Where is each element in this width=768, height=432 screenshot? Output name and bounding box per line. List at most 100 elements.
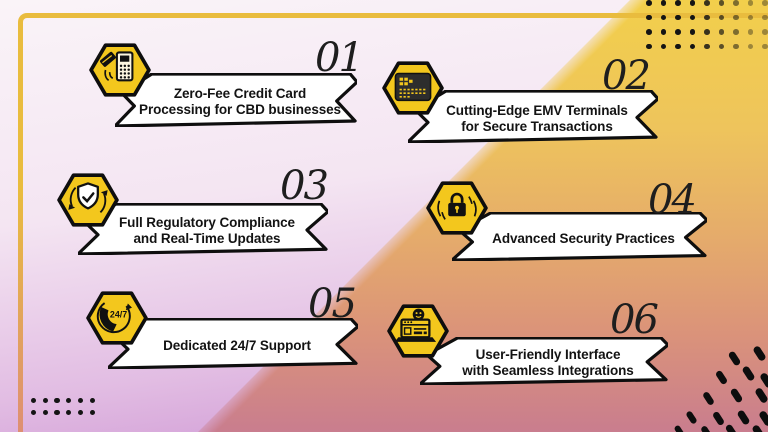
decor-dot — [689, 0, 696, 6]
decor-dot — [747, 0, 754, 6]
decor-dot — [660, 29, 667, 35]
decor-dot — [762, 14, 768, 21]
security-lock-icon — [426, 181, 488, 235]
decor-dash — [701, 390, 716, 407]
decor-dash — [752, 344, 767, 363]
decor-dash — [714, 369, 729, 386]
item-line2: Processing for CBD businesses — [139, 102, 341, 117]
decor-dot — [646, 43, 652, 50]
decor-dot — [675, 14, 681, 21]
decor-dot — [66, 410, 72, 416]
decor-dash — [741, 365, 756, 382]
dot-grid-top-right — [646, 0, 768, 56]
decor-dash — [724, 423, 739, 432]
list-item-5: Dedicated 24/7 Support 05 24/7 — [86, 284, 358, 369]
user-interface-icon — [387, 304, 449, 358]
decor-dot — [718, 29, 725, 35]
decor-dot — [704, 0, 710, 6]
item-text: Advanced Security Practices — [452, 212, 707, 261]
list-item-6: User-Friendly Interface with Seamless In… — [387, 300, 668, 385]
list-item-2: Cutting-Edge EMV Terminals for Secure Tr… — [382, 56, 658, 143]
item-line1: Dedicated 24/7 Support — [163, 337, 311, 353]
decor-dot — [54, 398, 60, 404]
decor-dot — [747, 14, 754, 21]
decor-dot — [89, 398, 95, 404]
item-text: Full Regulatory Compliance and Real-Time… — [78, 203, 328, 255]
decor-dash — [754, 386, 768, 405]
decor-dot — [31, 410, 37, 416]
item-line1: Full Regulatory Compliance — [119, 215, 295, 231]
decor-dash — [700, 424, 713, 432]
decor-dash — [759, 371, 768, 390]
decor-dot — [77, 410, 83, 416]
compliance-shield-icon — [57, 173, 119, 227]
item-number: 03 — [280, 163, 329, 209]
decor-dot — [762, 43, 768, 50]
decor-dot — [42, 410, 48, 416]
item-text: Dedicated 24/7 Support — [108, 318, 358, 369]
support-24-7-icon: 24/7 — [86, 291, 148, 345]
decor-dot — [718, 14, 725, 21]
decor-dash — [727, 350, 742, 367]
decor-dot — [646, 14, 652, 21]
list-item-4: Advanced Security Practices 04 — [426, 180, 707, 261]
ribbon-banner — [115, 73, 357, 127]
decor-dot — [718, 0, 725, 6]
decor-dot — [77, 398, 83, 404]
decor-dot — [762, 0, 768, 6]
decor-dot — [733, 0, 739, 6]
item-line2: and Real-Time Updates — [133, 231, 281, 246]
list-item-3: Full Regulatory Compliance and Real-Time… — [57, 166, 329, 255]
decor-dot — [704, 43, 710, 50]
decor-dot — [689, 29, 696, 35]
decor-dash — [673, 424, 686, 432]
decor-dot — [689, 43, 696, 50]
decor-dot — [675, 43, 681, 50]
item-line1: Advanced Security Practices — [492, 230, 675, 246]
list-item-1: Zero-Fee Credit Card Processing for CBD … — [89, 38, 364, 127]
decor-dot — [762, 29, 768, 35]
decor-dot — [42, 398, 48, 404]
ribbon-banner — [420, 337, 668, 385]
decor-dash — [736, 409, 751, 426]
item-text: User-Friendly Interface with Seamless In… — [420, 337, 668, 385]
item-number: 06 — [610, 297, 659, 343]
decor-dot — [733, 14, 739, 21]
decor-dot — [747, 29, 754, 35]
decor-dot — [747, 43, 754, 50]
item-text: Cutting-Edge EMV Terminals for Secure Tr… — [408, 90, 658, 143]
item-line2: for Secure Transactions — [461, 118, 613, 134]
decor-dot — [89, 410, 95, 416]
decor-dot — [660, 0, 667, 6]
decor-dash — [729, 387, 744, 404]
decor-dash — [751, 423, 766, 432]
decor-dot — [54, 410, 60, 416]
frame-border-fade — [18, 190, 23, 432]
emv-card-icon — [382, 61, 444, 115]
dot-grid-bottom-left — [31, 398, 111, 424]
decor-dash — [711, 410, 726, 427]
item-line1: User-Friendly Interface — [475, 347, 621, 363]
decor-dot — [675, 29, 681, 35]
item-number: 05 — [308, 281, 357, 327]
decor-dot — [733, 29, 739, 35]
card-swipe-terminal-icon — [89, 43, 151, 97]
item-line1: Zero-Fee Credit Card — [173, 86, 307, 102]
decor-dot — [733, 43, 739, 50]
item-number: 04 — [648, 177, 697, 223]
decor-dot — [675, 0, 681, 6]
dash-pattern-bottom-right — [658, 338, 768, 432]
item-text: Zero-Fee Credit Card Processing for CBD … — [115, 73, 357, 127]
decor-dot — [689, 14, 696, 21]
decor-dot — [704, 14, 710, 21]
item-number: 01 — [315, 35, 364, 81]
decor-dot — [660, 43, 667, 50]
decor-dot — [660, 14, 667, 21]
item-number: 02 — [602, 53, 651, 99]
item-line1: Cutting-Edge EMV Terminals — [446, 102, 628, 118]
decor-dot — [31, 398, 37, 404]
decor-dot — [646, 0, 652, 6]
decor-dot — [704, 29, 710, 35]
decor-dot — [646, 29, 652, 35]
